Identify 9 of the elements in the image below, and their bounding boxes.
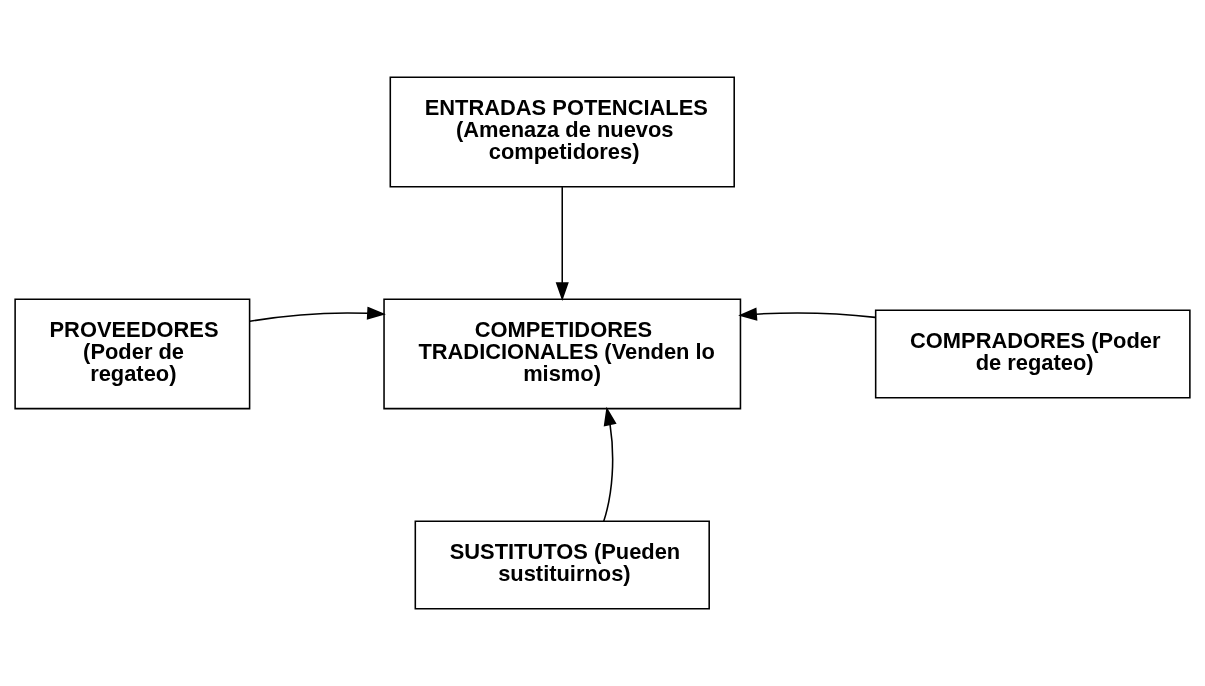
node-box: COMPRADORES (Poder de regateo) xyxy=(874,309,1191,399)
node-box: COMPETIDORES TRADICIONALES (Venden lo mismo) xyxy=(383,298,742,410)
node-box: SUSTITUTOS (Pueden sustituirnos) xyxy=(414,520,710,610)
arrow xyxy=(555,186,569,301)
arrow xyxy=(738,307,876,321)
node-box: ENTRADAS POTENCIALES (Amenaza de nuevos competidores) xyxy=(389,76,735,188)
arrow xyxy=(602,406,617,522)
node-box: PROVEEDORES (Poder de regateo) xyxy=(14,298,251,410)
arrow xyxy=(249,306,386,323)
